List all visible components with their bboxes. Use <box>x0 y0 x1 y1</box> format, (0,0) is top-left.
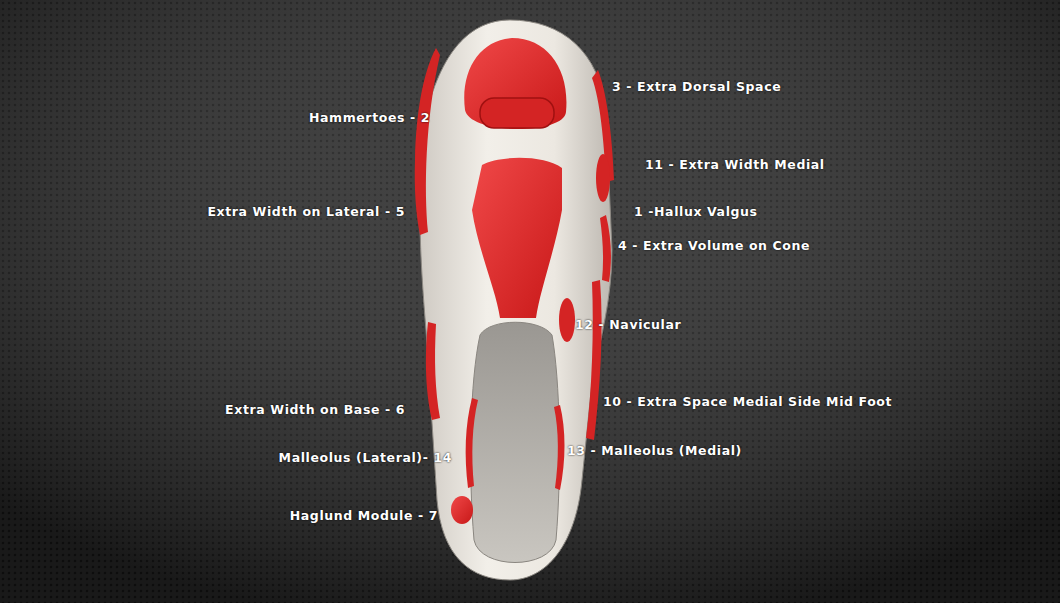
callout-label: Extra Width on Base - 6 <box>225 402 405 418</box>
callout-label: 3 - Extra Dorsal Space <box>612 79 781 95</box>
callout-label: 13 - Malleolus (Medial) <box>567 443 742 459</box>
callout-label: Malleolus (Lateral)- 14 <box>279 450 452 466</box>
callout-label: Extra Width on Lateral - 5 <box>207 204 405 220</box>
callout-label: Haglund Module - 7 <box>290 508 438 524</box>
callout-label: 4 - Extra Volume on Cone <box>618 238 810 254</box>
callout-label: 1 -Hallux Valgus <box>634 204 758 220</box>
callout-label: 10 - Extra Space Medial Side Mid Foot <box>603 394 892 410</box>
callout-label: 12 - Navicular <box>575 317 681 333</box>
callout-label: Hammertoes - 2 <box>309 110 430 126</box>
callout-label: 11 - Extra Width Medial <box>645 157 825 173</box>
